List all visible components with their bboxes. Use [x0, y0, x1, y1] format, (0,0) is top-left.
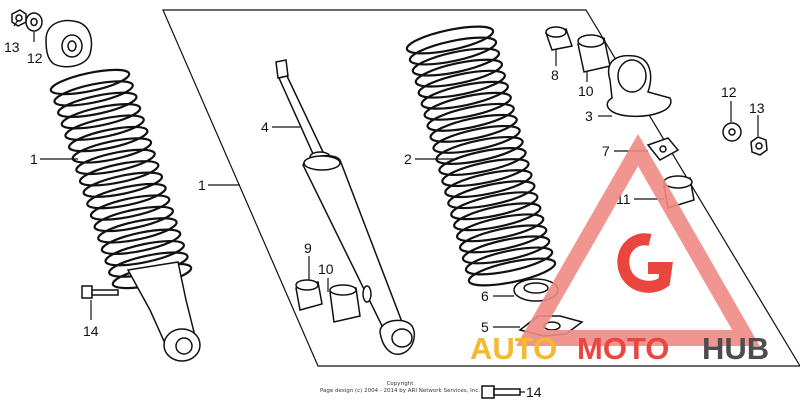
spring-coil: [49, 68, 131, 96]
callout-14-left: 14: [83, 323, 99, 339]
spring-coil: [57, 91, 138, 119]
spring-coil: [458, 224, 548, 254]
spring-coil: [417, 69, 506, 99]
spring-coil: [97, 217, 178, 244]
spring-coil: [453, 202, 542, 232]
copyright-line-2: Page design (c) 2004 - 2014 by ARI Netwo…: [320, 388, 480, 394]
spring-coil: [435, 135, 524, 165]
callout-12-left: 12: [27, 50, 43, 66]
spring-coil: [432, 124, 521, 154]
spring-coil: [456, 213, 545, 243]
spring-coil: [444, 169, 533, 199]
spring-coil: [420, 80, 509, 110]
callout-9: 9: [304, 240, 312, 256]
spring-coil: [53, 80, 134, 107]
callout-6: 6: [481, 288, 489, 304]
callout-1-panel: 1: [198, 177, 206, 193]
watermark-word-3: HUB: [702, 331, 769, 366]
spring-coil: [405, 25, 495, 55]
watermark-triangle-icon: [516, 133, 760, 346]
spring-coil: [104, 239, 185, 267]
callout-4: 4: [261, 119, 269, 135]
spring-coil: [64, 114, 145, 141]
callout-1-left: 1: [30, 151, 38, 167]
spring-coil: [467, 257, 557, 287]
callout-14-bottom: 14: [526, 384, 542, 400]
callout-7: 7: [602, 143, 610, 159]
spring-coil: [423, 91, 512, 121]
callout-13-left: 13: [4, 39, 20, 55]
spring-coil: [429, 113, 518, 143]
exploded-view-panel: [162, 9, 800, 367]
spring-coil: [441, 158, 530, 188]
upper-mount-parts: [481, 26, 768, 399]
spring-coil: [461, 235, 551, 265]
callout-2: 2: [404, 151, 412, 167]
callout-10-mid: 10: [318, 261, 334, 277]
spring-coil: [78, 160, 160, 187]
spring-coil: [450, 191, 539, 221]
shock-absorber-assembled: [11, 9, 201, 362]
spring-coil: [67, 125, 149, 153]
callout-10-right: 10: [578, 83, 594, 99]
spring-coil: [447, 180, 536, 210]
spring-coil: [408, 36, 498, 66]
spring-coil: [438, 147, 527, 177]
callout-labels: 13 12 1 14 1 4 9 10 2 8 10 3 12 13 7 11 …: [4, 39, 765, 400]
spring-coil: [82, 171, 164, 198]
spring-coil: [426, 102, 515, 132]
callout-3: 3: [585, 108, 593, 124]
callout-12-right: 12: [721, 84, 737, 100]
copyright-line-1: Copyright: [387, 381, 415, 387]
spring-coil: [464, 246, 554, 276]
watermark-logo: AUTO MOTO HUB: [470, 133, 769, 366]
spring-coil: [60, 103, 142, 130]
damper-unit: [275, 59, 416, 355]
callout-5: 5: [481, 319, 489, 335]
spring-coil: [86, 182, 167, 210]
spring-coil: [93, 205, 175, 233]
watermark-word-2: MOTO: [577, 331, 669, 366]
watermark-word-1: AUTO: [470, 331, 557, 366]
spring-coil: [100, 228, 182, 255]
callout-8: 8: [551, 67, 559, 83]
leader-lines: [13, 19, 759, 393]
spring-coil: [411, 47, 501, 77]
spring: [405, 25, 557, 287]
spring-coil: [75, 148, 156, 176]
spring-coil: [89, 194, 171, 221]
callout-13-right: 13: [749, 100, 765, 116]
watermark-g-icon: [617, 233, 673, 293]
spring-coil: [414, 58, 504, 88]
